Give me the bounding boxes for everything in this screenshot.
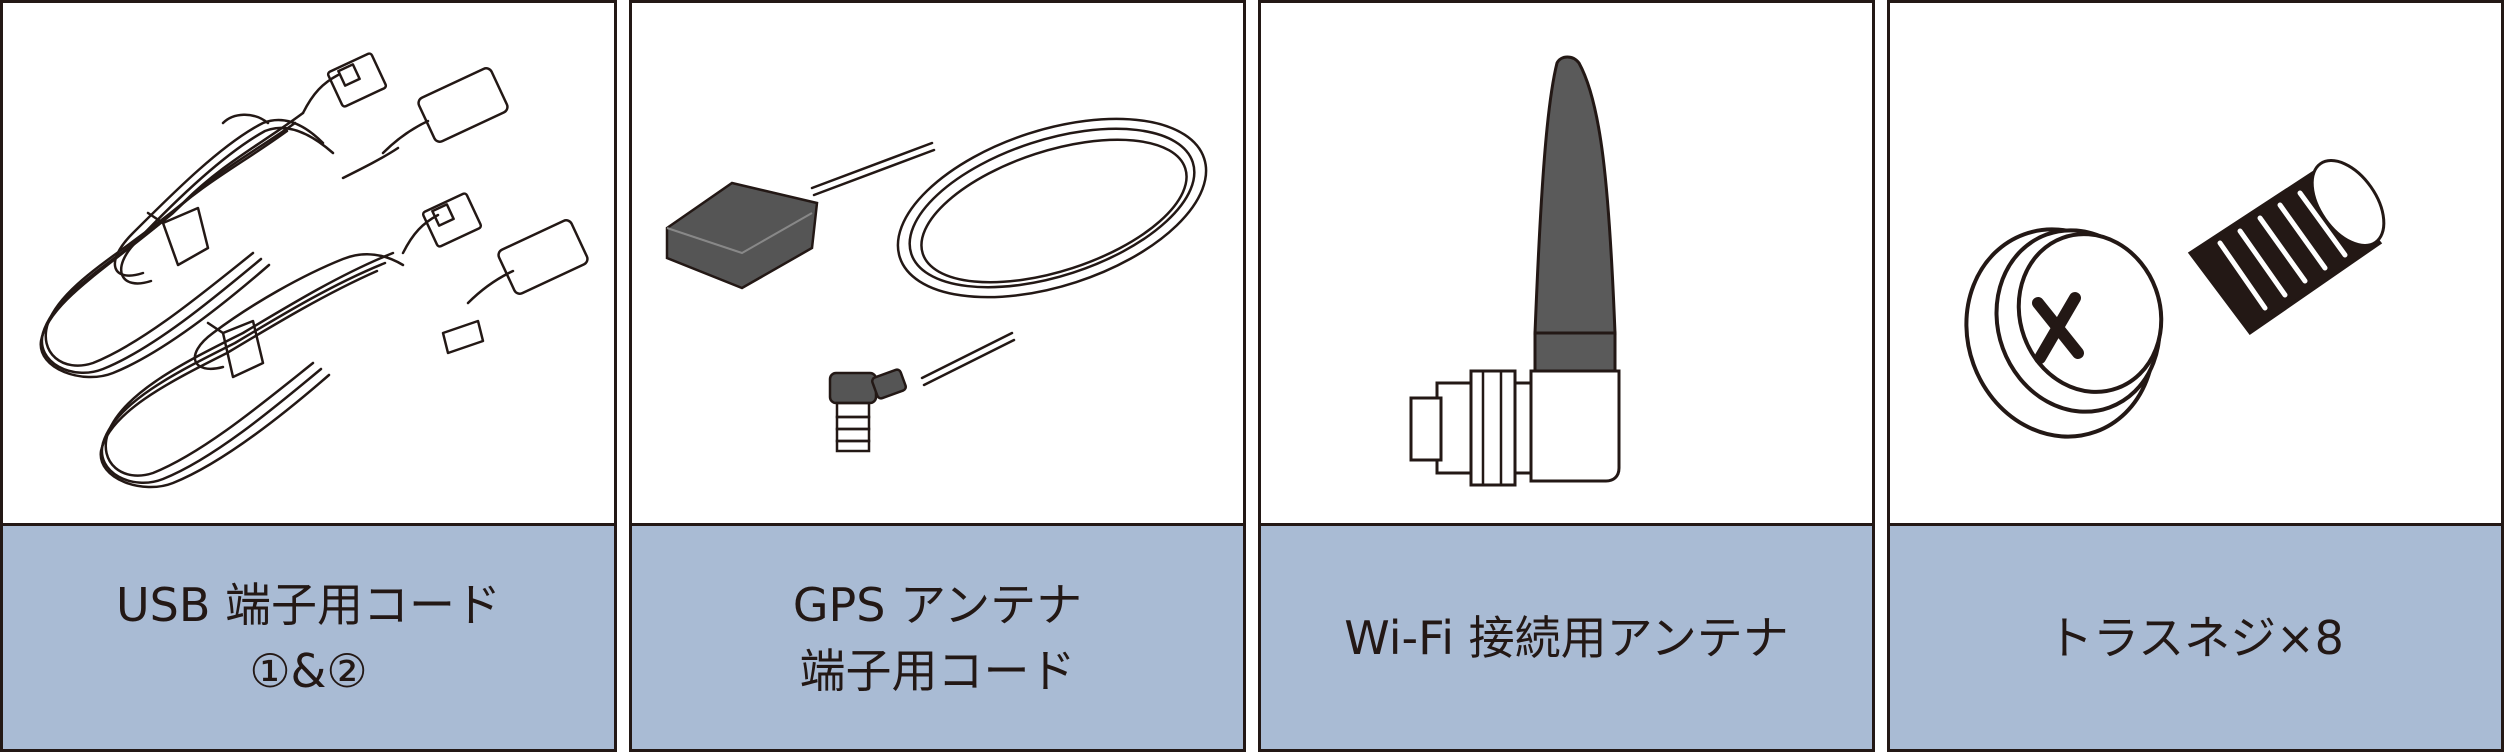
usb-cable-icon [39,52,589,489]
wifi-antenna-icon [1409,55,1621,487]
item-card-usb-cable: USB 端子用コード ①&② [0,0,617,752]
item-label: GPS アンテナ 端子用コード [632,523,1243,749]
item-label-line-2: ①&② [249,643,368,698]
item-card-wifi-antenna: Wi-Fi 接続用アンテナ [1258,0,1875,752]
truss-screw-icon [1964,159,2386,439]
item-label-line-1: GPS アンテナ [792,577,1083,632]
item-label-line-2: 端子用コード [799,643,1076,698]
item-label-line-1: USB 端子用コード [115,577,502,632]
truss-screw-illustration [1890,3,2501,523]
item-label-line-1: Wi-Fi 接続用アンテナ [1344,610,1789,665]
item-label-line-1: トラスネジ×8 [2047,610,2344,665]
item-label: Wi-Fi 接続用アンテナ [1261,523,1872,749]
gps-antenna-illustration [632,3,1243,523]
usb-cable-illustration [3,3,614,523]
item-label: USB 端子用コード ①&② [3,523,614,749]
gps-antenna-icon [665,117,1208,453]
item-label: トラスネジ×8 [1890,523,2501,749]
wifi-antenna-illustration [1261,3,1872,523]
item-card-truss-screw: トラスネジ×8 [1887,0,2504,752]
item-card-gps-antenna: GPS アンテナ 端子用コード [629,0,1246,752]
